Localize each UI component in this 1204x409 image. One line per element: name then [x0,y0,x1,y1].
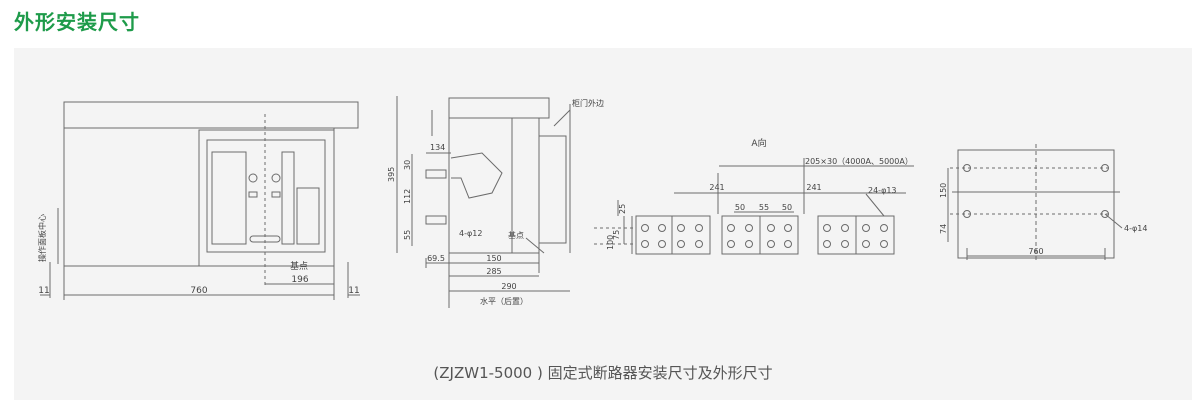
front-view-inner-panel [206,139,326,253]
side-view-dim-69-5: 69.5 [427,254,445,263]
busbar-block-2a [721,215,761,255]
side-view-dim-55: 55 [403,230,412,240]
busbar-dim-75: 75 [612,230,621,240]
side-view-dim-112: 112 [403,189,412,204]
front-view-indicator-1 [248,191,258,198]
busbar-holes-label: 24-φ13 [868,186,897,195]
front-view-dim-11-right: 11 [348,286,359,296]
side-view-holes-label: 4-φ12 [459,229,482,238]
dimension-drawing: 760 11 11 196 基点 操作面板中心 [37,96,1147,308]
busbar-dim-55: 55 [759,203,769,212]
page-title: 外形安装尺寸 [14,10,140,34]
base-view-dim-760: 760 [1028,247,1043,256]
drawing-panel: 760 11 11 196 基点 操作面板中心 [14,48,1192,400]
side-view-dim-290: 290 [501,282,516,291]
front-view-right-window [296,187,320,245]
busbar-holes [641,224,888,248]
busbar-block-1a [635,215,673,255]
side-view-top [448,97,550,119]
base-view-holes-label: 4-φ14 [1124,224,1147,233]
front-view-button-2 [271,173,281,183]
front-view-left-window [211,151,247,245]
side-view-ref-leader [525,237,545,254]
busbar-dim-50-a: 50 [735,203,745,212]
front-view-handle [281,151,295,245]
side-view-door-label: 柜门外边 [572,98,604,108]
side-view-horizontal-label: 水平（后置） [480,296,528,306]
front-view-dim-196: 196 [291,275,308,285]
busbar-dim-100: 100 [606,235,615,250]
side-view-dim-150: 150 [486,254,501,263]
side-view-dim-30: 30 [403,160,412,170]
base-view-dim-74: 74 [939,224,948,234]
side-view-terminal-upper [425,169,447,179]
base-view-dim-150: 150 [939,183,948,198]
base-view-holes-leader [1104,213,1123,229]
side-view-ref-label: 基点 [508,230,524,240]
busbar-dim-241-right: 241 [806,183,821,192]
busbar-view [594,158,914,255]
side-view [396,96,571,308]
busbar-block-3a [817,215,857,255]
side-view-door-leader [553,109,571,127]
front-view-button-1 [248,173,258,183]
busbar-direction-label: A向 [751,137,766,149]
front-view-panel-center-label: 操作面板中心 [37,214,47,262]
busbar-block-2b [759,215,799,255]
base-view [947,144,1123,262]
side-view-mechanism [450,152,503,199]
busbar-dim-25: 25 [618,204,627,214]
side-view-dim-134: 134 [430,143,445,152]
drawing-caption: (ZJZW1-5000 ) 固定式断路器安装尺寸及外形尺寸 [433,364,773,382]
side-view-door [538,135,567,244]
busbar-holes-leader [865,193,885,217]
busbar-label: 205×30（4000A、5000A） [805,157,913,166]
front-view-top-frame [63,101,359,129]
busbar-block-3b [855,215,895,255]
front-view-panel [198,129,335,267]
busbar-dim-50-b: 50 [782,203,792,212]
front-view-indicator-2 [271,191,281,198]
side-view-dim-285: 285 [486,267,501,276]
side-view-dim-395: 395 [387,167,396,182]
side-view-terminal-lower [425,215,447,225]
front-view-dim-760: 760 [190,286,207,296]
front-view-ref-label: 基点 [290,260,308,272]
busbar-dim-241-left: 241 [709,183,724,192]
busbar-block-1b [671,215,711,255]
front-view [40,101,360,300]
front-view-dim-11-left: 11 [38,286,49,296]
